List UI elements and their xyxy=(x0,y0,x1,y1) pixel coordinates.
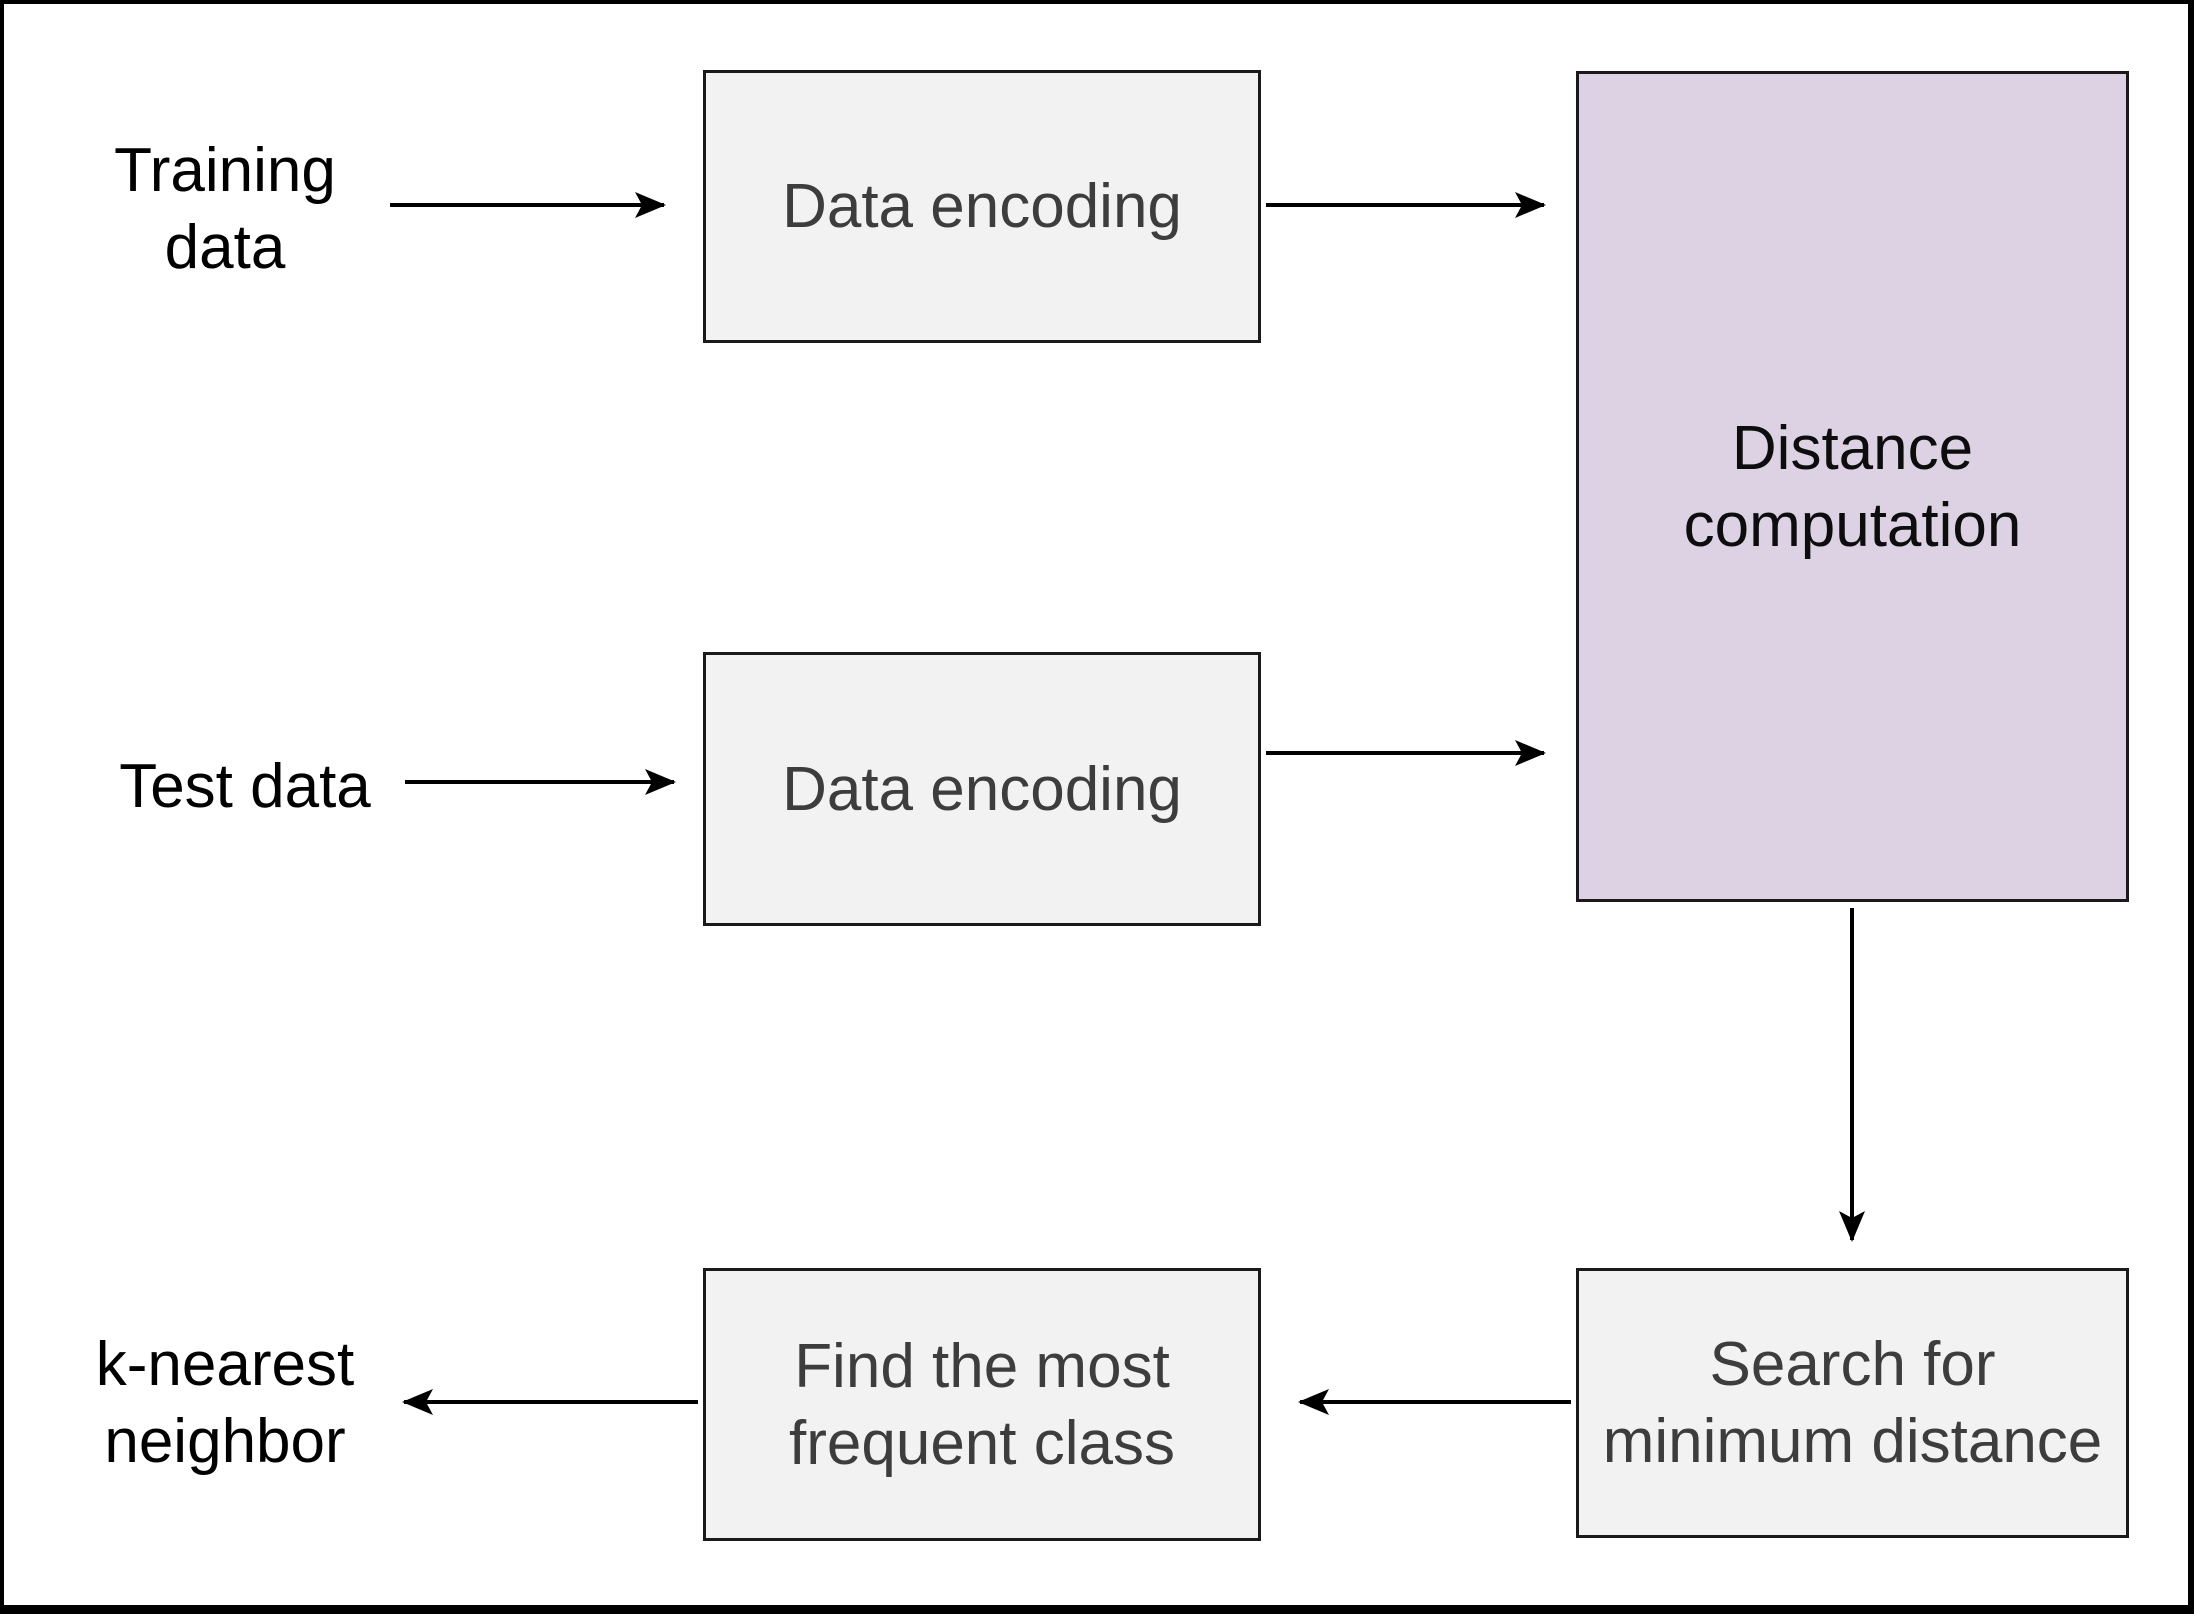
box-data-encoding-training: Data encoding xyxy=(703,70,1261,343)
label-training-data-line2: data xyxy=(164,213,286,282)
label-training-data-line1: Training xyxy=(114,136,336,205)
label-test-data: Test data xyxy=(80,747,410,825)
box-find-most-frequent-class: Find the most frequent class xyxy=(703,1268,1261,1541)
box-data-encoding-test-label: Data encoding xyxy=(782,754,1182,824)
label-k-nearest-neighbor-line2: neighbor xyxy=(104,1407,346,1476)
label-test-data-line1: Test data xyxy=(119,751,371,821)
box-search-minimum-distance: Search for minimum distance xyxy=(1576,1268,2129,1538)
label-k-nearest-neighbor-line1: k-nearest xyxy=(95,1330,355,1399)
box-search-minimum-distance-line2: minimum distance xyxy=(1602,1407,2103,1476)
box-distance-computation-line2: computation xyxy=(1683,490,2022,560)
box-data-encoding-test: Data encoding xyxy=(703,652,1261,926)
box-distance-computation: Distance computation xyxy=(1576,71,2129,902)
label-training-data: Training data xyxy=(60,131,390,287)
box-find-most-frequent-class-line2: frequent class xyxy=(789,1408,1175,1478)
box-find-most-frequent-class-line1: Find the most xyxy=(794,1331,1170,1401)
box-search-minimum-distance-line1: Search for xyxy=(1709,1330,1996,1399)
label-k-nearest-neighbor: k-nearest neighbor xyxy=(60,1325,390,1481)
box-distance-computation-line1: Distance xyxy=(1731,413,1974,483)
box-data-encoding-training-label: Data encoding xyxy=(782,172,1182,241)
